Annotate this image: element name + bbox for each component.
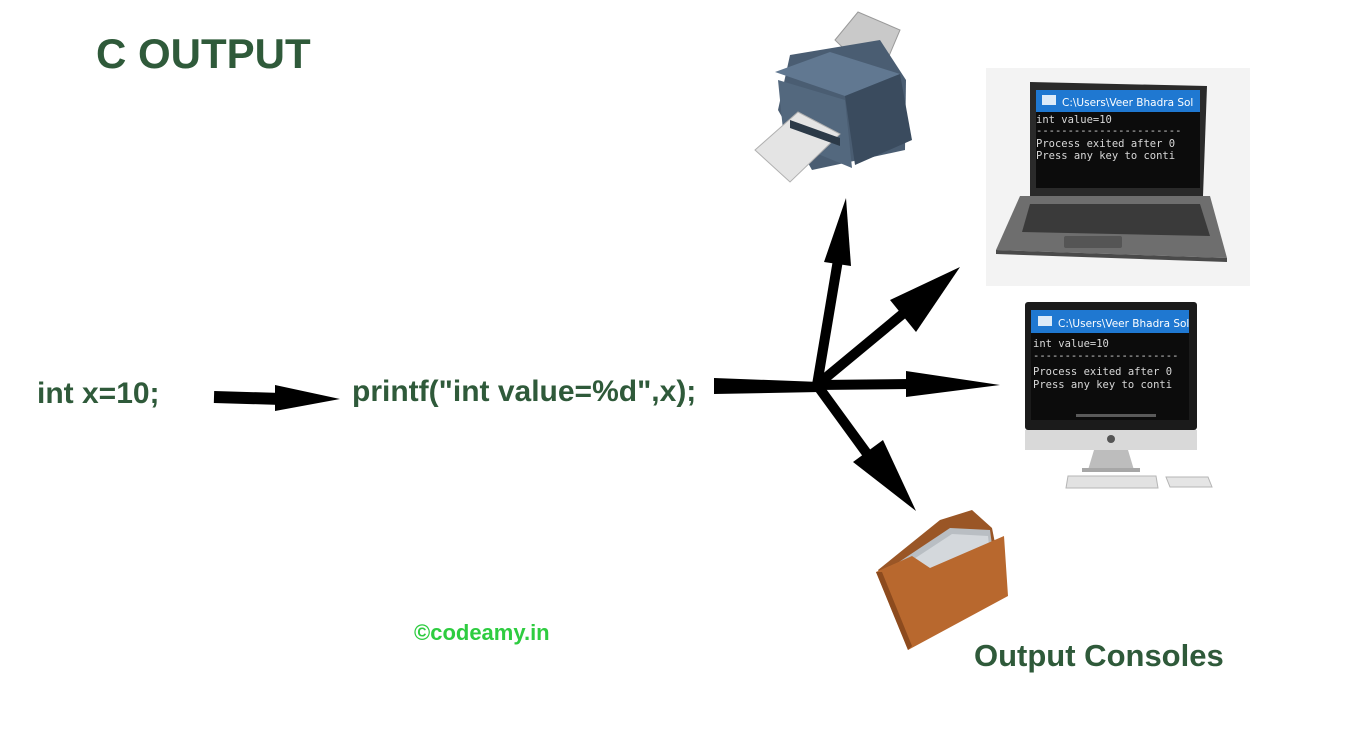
arrow-declaration-to-printf	[213, 385, 340, 411]
declaration-statement: int x=10;	[37, 377, 160, 410]
output-consoles-label: Output Consoles	[974, 638, 1224, 673]
desktop-console-line3: Process exited after 0	[1033, 366, 1172, 378]
laptop-icon: C:\Users\Veer Bhadra Sol int value=10 --…	[986, 68, 1250, 286]
page-title: C OUTPUT	[96, 30, 311, 77]
arrow-to-printer	[812, 198, 851, 386]
printf-statement: printf("int value=%d",x);	[352, 375, 697, 408]
arrow-to-desktop	[816, 371, 1000, 397]
laptop-window-title: C:\Users\Veer Bhadra Sol	[1062, 97, 1193, 109]
folder-icon	[876, 510, 1008, 650]
arrow-printf-to-hub	[714, 378, 820, 394]
desktop-console-line1: int value=10	[1033, 338, 1109, 350]
desktop-computer-icon: C:\Users\Veer Bhadra Sol int value=10 --…	[1025, 302, 1213, 489]
laptop-console-line4: Press any key to conti	[1036, 150, 1175, 162]
laptop-console-line3: Process exited after 0	[1036, 138, 1175, 150]
arrow-to-folder	[812, 382, 916, 511]
copyright-text: ©codeamy.in	[414, 620, 550, 645]
laptop-console-line1: int value=10	[1036, 114, 1112, 126]
desktop-console-line4: Press any key to conti	[1033, 379, 1172, 391]
arrow-to-laptop	[813, 267, 960, 389]
desktop-window-title: C:\Users\Veer Bhadra Sol	[1058, 318, 1189, 330]
laptop-console-line2: -----------------------	[1036, 125, 1181, 137]
printer-icon	[754, 11, 912, 183]
desktop-console-line2: -----------------------	[1033, 350, 1178, 362]
